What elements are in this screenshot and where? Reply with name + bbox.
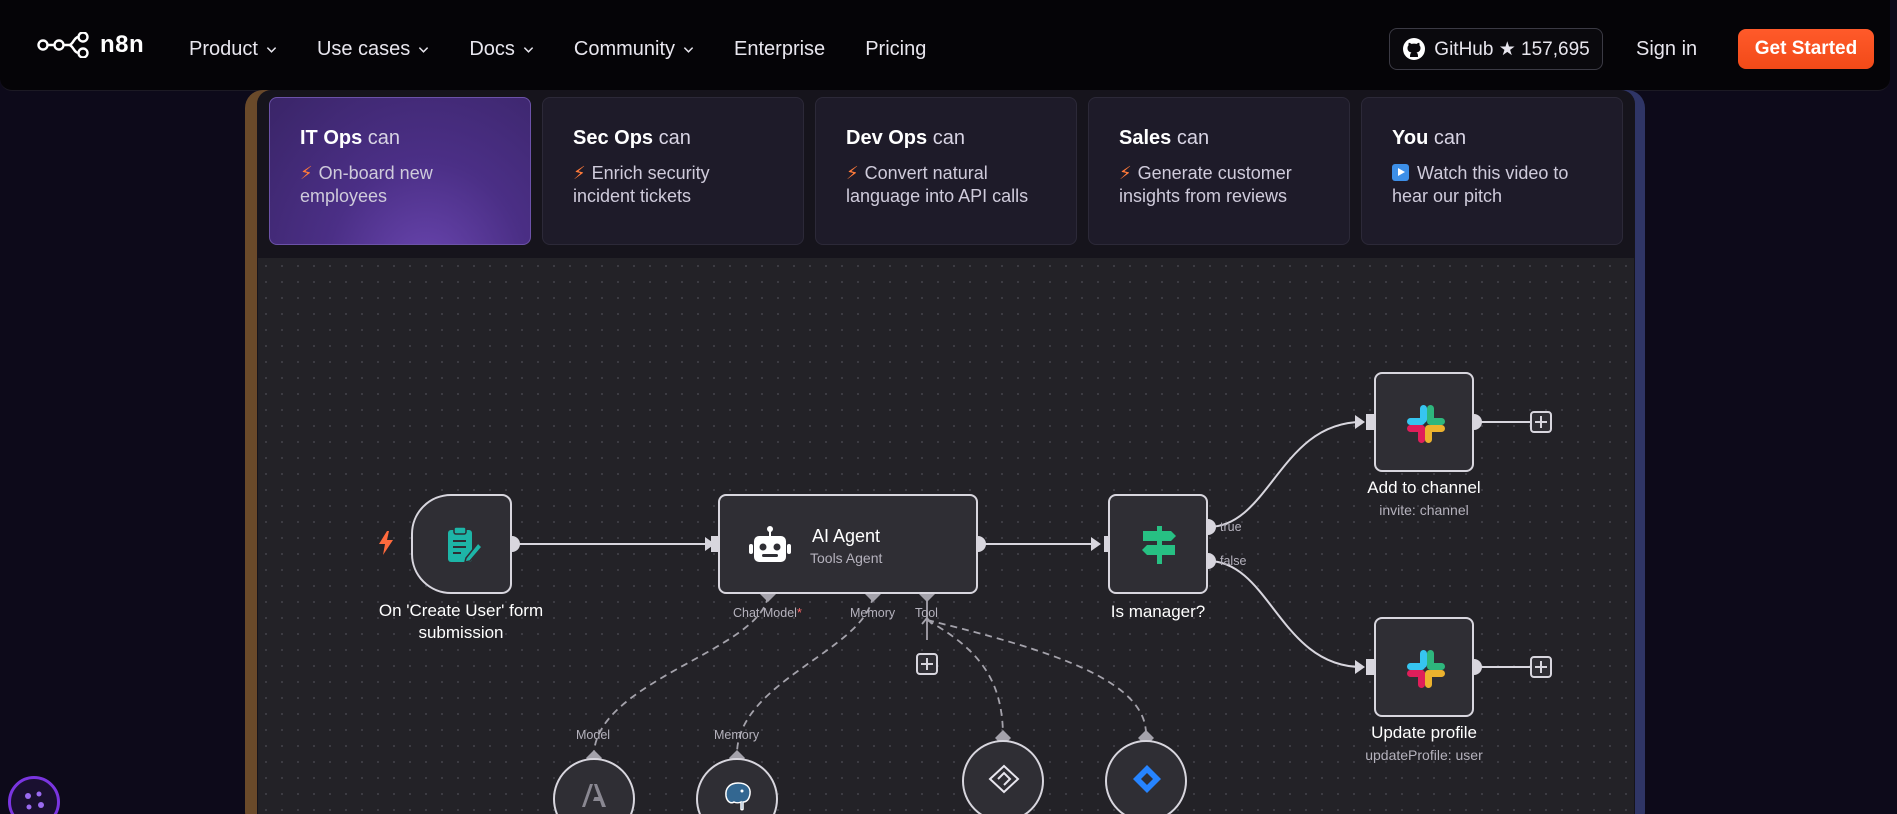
card-title: Dev Ops can (846, 127, 1046, 150)
menu-label: Docs (469, 37, 515, 60)
team-name: Sec Ops (573, 127, 654, 149)
ai-agent-node[interactable]: AI Agent Tools Agent (718, 494, 978, 594)
trigger-bolt-icon (379, 531, 393, 555)
card-desc-text: Enrich security incident tickets (573, 163, 710, 206)
ai-agent-subtitle: Tools Agent (810, 550, 883, 566)
menu-label: Enterprise (734, 37, 826, 60)
bolt-icon: ⚡ (1119, 163, 1132, 183)
team-name: You (1392, 127, 1429, 149)
port-chat-model-label: Chat Model (733, 606, 797, 620)
menu-label: Product (189, 37, 258, 60)
team-name: Sales (1119, 127, 1172, 149)
if-true-label: true (1220, 520, 1242, 534)
card-title: You can (1392, 127, 1592, 150)
github-icon (1403, 38, 1426, 60)
tab-it-ops[interactable]: IT Ops can ⚡On-board new employees (269, 97, 531, 245)
port-chat-model: Chat Model* (733, 606, 802, 620)
menu-product[interactable]: Product (189, 38, 277, 61)
card-desc: ⚡Generate customer insights from reviews (1119, 162, 1319, 208)
play-icon (1392, 164, 1409, 181)
slack-icon (1407, 405, 1445, 443)
required-mark: * (796, 606, 802, 620)
card-can: can (658, 127, 691, 149)
chevron-down-icon (523, 46, 534, 53)
slack-bottom-label: Update profile (1371, 723, 1477, 742)
ai-agent-title: AI Agent (812, 526, 881, 546)
card-title: Sales can (1119, 127, 1319, 150)
card-title: Sec Ops can (573, 127, 773, 150)
chevron-down-icon (266, 46, 277, 53)
signpost-icon (1142, 526, 1176, 564)
team-name: Dev Ops (846, 127, 928, 149)
menu-label: Community (573, 37, 676, 60)
sub-port-memory-label: Memory (714, 728, 760, 742)
main-menu: Product Use cases Docs Community Enterpr… (189, 0, 966, 98)
form-icon (448, 526, 484, 563)
menu-community[interactable]: Community (574, 38, 694, 61)
menu-pricing[interactable]: Pricing (865, 38, 926, 61)
card-desc: ⚡On-board new employees (300, 162, 500, 208)
slack-top-label: Add to channel (1367, 478, 1481, 497)
slack-bottom-sublabel: updateProfile: user (1365, 747, 1483, 763)
logo-text: n8n (100, 31, 145, 58)
bolt-icon: ⚡ (573, 163, 586, 183)
api-tool-node[interactable] (962, 740, 1044, 814)
tab-you[interactable]: You can Watch this video to hear our pit… (1361, 97, 1623, 245)
slack-top-sublabel: invite: channel (1379, 502, 1469, 518)
if-node-label: Is manager? (1110, 602, 1206, 621)
port-memory: Memory (850, 606, 896, 620)
card-can: can (1433, 127, 1467, 149)
card-desc: ⚡Enrich security incident tickets (573, 162, 773, 208)
team-name: IT Ops (300, 127, 363, 149)
github-star-count: GitHub ★ 157,695 (1434, 38, 1590, 60)
robot-icon (749, 526, 791, 562)
cookie-icon (25, 791, 44, 810)
if-false-label: false (1220, 554, 1247, 568)
use-case-tabs: IT Ops can ⚡On-board new employees Sec O… (269, 97, 1623, 245)
port-tool: Tool (915, 606, 938, 620)
github-button[interactable]: GitHub ★ 157,695 (1389, 28, 1603, 70)
if-node[interactable] (1108, 494, 1208, 594)
card-can: can (1176, 127, 1210, 149)
card-desc-text: Convert natural language into API calls (846, 163, 1029, 206)
tab-sec-ops[interactable]: Sec Ops can ⚡Enrich security incident ti… (542, 97, 804, 245)
card-desc: ⚡Convert natural language into API calls (846, 162, 1046, 208)
api-tool-icon (988, 764, 1020, 794)
card-title: IT Ops can (300, 127, 500, 150)
bolt-icon: ⚡ (846, 163, 859, 183)
slack-add-channel-node[interactable] (1374, 372, 1474, 472)
get-started-button[interactable]: Get Started (1738, 29, 1874, 69)
slack-update-profile-node[interactable] (1374, 617, 1474, 717)
chevron-down-icon (683, 46, 694, 53)
tab-sales[interactable]: Sales can ⚡Generate customer insights fr… (1088, 97, 1350, 245)
menu-use-cases[interactable]: Use cases (317, 38, 429, 61)
menu-docs[interactable]: Docs (469, 38, 534, 61)
anthropic-icon (582, 784, 606, 807)
sub-port-model-label: Model (576, 728, 611, 742)
tab-dev-ops[interactable]: Dev Ops can ⚡Convert natural language in… (815, 97, 1077, 245)
top-nav: n8n Product Use cases Docs Community Ent… (0, 0, 1890, 91)
n8n-logo-icon (37, 32, 89, 58)
cookie-settings-button[interactable] (8, 776, 60, 814)
postgres-icon (725, 782, 751, 811)
card-can: can (367, 127, 401, 149)
card-desc-text: Generate customer insights from reviews (1119, 163, 1292, 206)
menu-label: Pricing (865, 37, 927, 60)
sign-in-link[interactable]: Sign in (1636, 38, 1698, 60)
card-desc: Watch this video to hear our pitch (1392, 162, 1592, 208)
menu-enterprise[interactable]: Enterprise (734, 38, 825, 61)
card-desc-text: Watch this video to hear our pitch (1392, 163, 1569, 206)
trigger-label: On 'Create User' form submission (378, 601, 544, 642)
card-desc-text: On-board new employees (300, 163, 433, 206)
menu-label: Use cases (316, 37, 411, 60)
chevron-down-icon (419, 46, 429, 53)
card-can: can (932, 127, 965, 149)
slack-icon (1407, 650, 1445, 688)
bolt-icon: ⚡ (300, 163, 313, 183)
jira-icon (1133, 765, 1161, 793)
jira-tool-node[interactable] (1105, 740, 1187, 814)
trigger-node[interactable] (411, 494, 512, 594)
logo[interactable]: n8n (36, 31, 144, 59)
